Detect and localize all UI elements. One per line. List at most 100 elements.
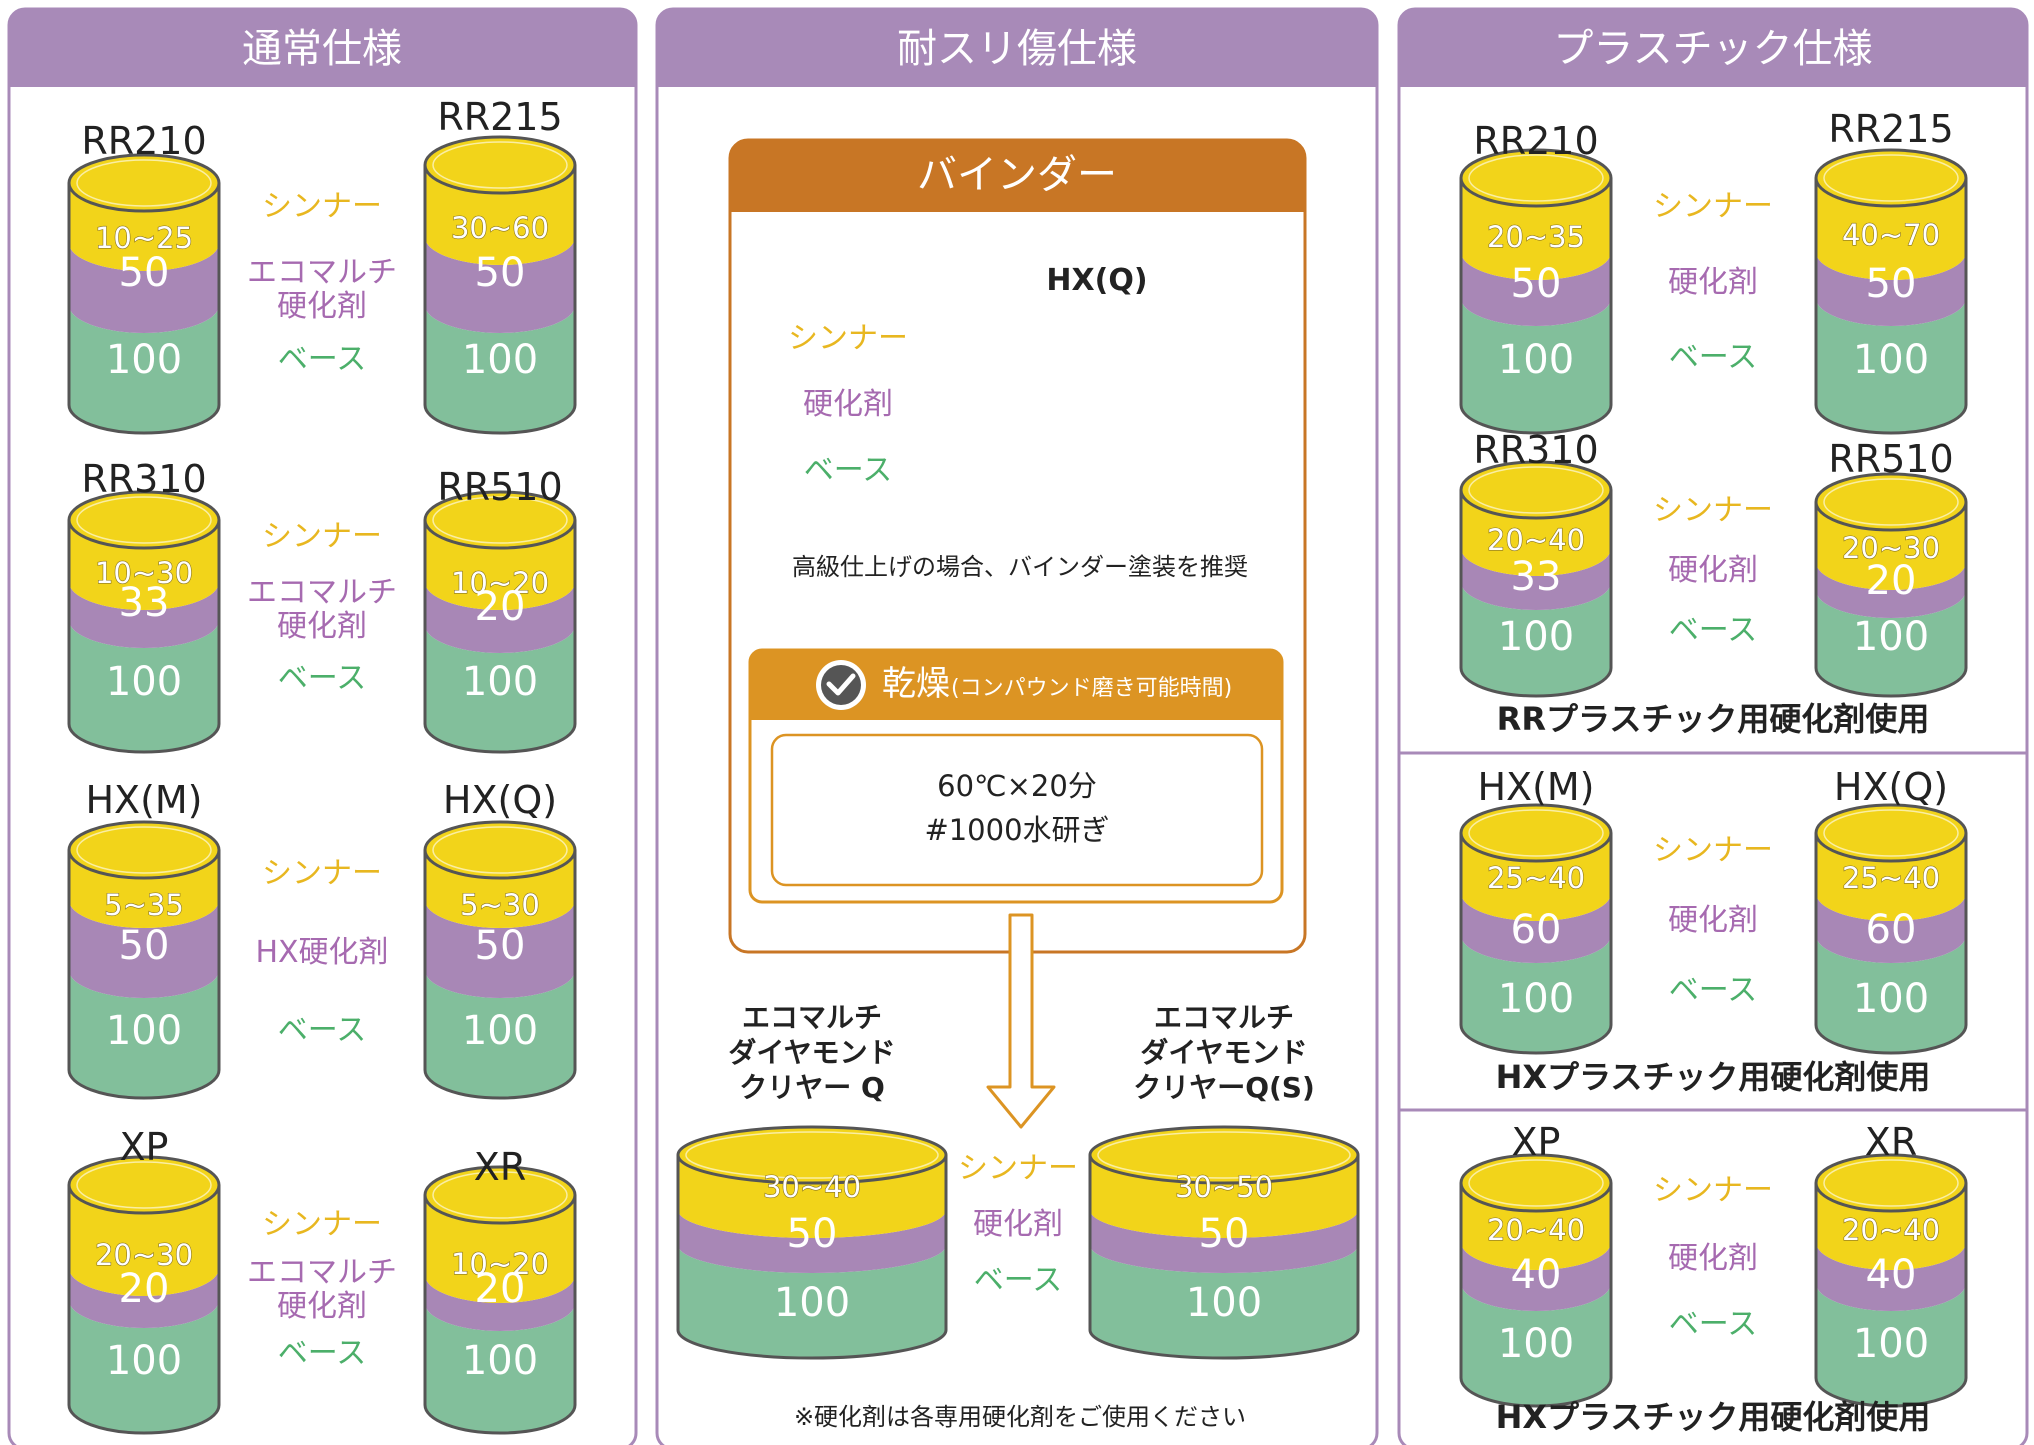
thinner-value: 20~30 <box>1842 531 1940 565</box>
hardener-layer <box>1816 893 1966 963</box>
label-base: ベース <box>1669 613 1758 648</box>
label-thinner: シンナー <box>262 1207 382 1242</box>
diamond-names: エコマルチ ダイヤモンド クリヤー Q エコマルチ ダイヤモンド クリヤーQ(S… <box>728 1001 1314 1104</box>
label-hardener: 硬化剤 <box>1668 1241 1758 1276</box>
label-thinner: シンナー <box>262 519 382 554</box>
can-lid <box>1814 148 1968 208</box>
thinner-value: 20~40 <box>1487 523 1585 557</box>
thinner-layer <box>1461 1183 1611 1270</box>
diamond-q-name: エコマルチ <box>742 1001 882 1034</box>
label-hardener: 硬化剤 <box>803 387 893 422</box>
plastic-legend-2: シンナー 硬化剤 ベース <box>1653 493 1773 648</box>
diamond-q-name: クリヤー Q <box>739 1071 885 1104</box>
thinner-layer <box>69 850 219 928</box>
base-value: 100 <box>462 1338 538 1384</box>
drying-title: 乾燥 <box>882 664 950 704</box>
label-thinner: シンナー <box>1653 493 1773 528</box>
base-layer <box>69 970 219 1098</box>
diamond-qs-name: クリヤーQ(S) <box>1133 1071 1315 1104</box>
thinner-value: 10~30 <box>95 556 193 590</box>
plastic-legend-3: シンナー 硬化剤 ベース <box>1653 833 1773 1008</box>
base-value: 100 <box>106 1338 182 1384</box>
thinner-layer <box>425 850 575 928</box>
base-value: 100 <box>462 1008 538 1054</box>
hardener-layer <box>425 237 575 333</box>
can-lid <box>1814 803 1968 863</box>
thinner-layer <box>69 183 219 271</box>
plastic-legend-4: シンナー 硬化剤 ベース <box>1653 1173 1773 1342</box>
base-value: 100 <box>462 337 538 383</box>
base-layer <box>1461 582 1611 696</box>
can-lid <box>1814 472 1968 532</box>
diamond-qs-name: エコマルチ <box>1154 1001 1294 1034</box>
label-thinner: シンナー <box>1653 1173 1773 1208</box>
drying-box: 乾燥 (コンパウンド磨き可能時間) 60℃×20分 #1000水研ぎ <box>748 648 1284 904</box>
label-hardener: 硬化剤 <box>277 609 367 644</box>
label-thinner: シンナー <box>262 189 382 224</box>
label-thinner: シンナー <box>262 856 382 891</box>
can-lid <box>1459 803 1613 863</box>
hardener-value: 20 <box>475 584 526 630</box>
can-name: HX(Q) <box>1834 765 1948 809</box>
can-name: XP <box>120 1125 169 1169</box>
label-ecomulti: エコマルチ <box>247 1255 397 1290</box>
thinner-layer <box>1461 490 1611 576</box>
can-name: HX(Q) <box>443 778 557 822</box>
hardener-value: 40 <box>1511 1252 1562 1298</box>
binder-title: バインダー <box>917 152 1117 198</box>
hardener-value: 50 <box>1199 1211 1250 1257</box>
thinner-layer <box>1816 833 1966 921</box>
base-value: 100 <box>1853 614 1929 660</box>
hardener-value: 50 <box>475 923 526 969</box>
panel-title-plastic: プラスチック仕様 <box>1553 26 1872 72</box>
diamond-legend: シンナー 硬化剤 ベース <box>958 1151 1078 1298</box>
base-value: 100 <box>1186 1280 1262 1326</box>
label-thinner: シンナー <box>958 1151 1078 1186</box>
label-hardener: 硬化剤 <box>1668 265 1758 300</box>
hardener-layer <box>1461 893 1611 963</box>
thinner-layer <box>69 1185 219 1296</box>
base-value: 100 <box>1853 337 1929 383</box>
can-name: RR210 <box>81 119 206 163</box>
plastic-note-hx2: HXプラスチック用硬化剤使用 <box>1496 1398 1931 1436</box>
base-layer <box>1816 935 1966 1053</box>
plastic-legend-1: シンナー 硬化剤 ベース <box>1653 189 1773 375</box>
thinner-layer <box>678 1155 946 1238</box>
normal-legend-1: シンナー エコマルチ 硬化剤 ベース <box>247 189 397 377</box>
normal-legend-2: シンナー エコマルチ 硬化剤 ベース <box>247 519 397 696</box>
base-value: 100 <box>106 1008 182 1054</box>
can-lid <box>67 820 221 880</box>
label-base: ベース <box>1669 340 1758 375</box>
diamond-q-name: ダイヤモンド <box>728 1036 895 1069</box>
hardener-value: 33 <box>119 580 170 626</box>
clock-icon <box>816 660 866 710</box>
base-layer <box>678 1245 946 1358</box>
hardener-layer <box>1816 252 1966 326</box>
can-name: RR510 <box>1828 437 1953 481</box>
base-layer <box>1816 298 1966 433</box>
hardener-layer <box>678 1210 946 1273</box>
label-base: ベース <box>974 1263 1063 1298</box>
hardener-value: 60 <box>1866 907 1917 953</box>
hardener-layer <box>1461 252 1611 326</box>
base-layer <box>425 625 575 752</box>
base-value: 100 <box>1498 614 1574 660</box>
thinner-layer <box>69 520 219 610</box>
binder-note: 高級仕上げの場合、バインダー塗装を推奨 <box>792 553 1248 581</box>
footnote: ※硬化剤は各専用硬化剤をご使用ください <box>794 1403 1246 1431</box>
hardener-layer <box>1816 1242 1966 1311</box>
label-hardener: 硬化剤 <box>277 1289 367 1324</box>
can-name: RR210 <box>1473 119 1598 163</box>
can-lid <box>1459 460 1613 520</box>
hardener-layer <box>69 243 219 333</box>
